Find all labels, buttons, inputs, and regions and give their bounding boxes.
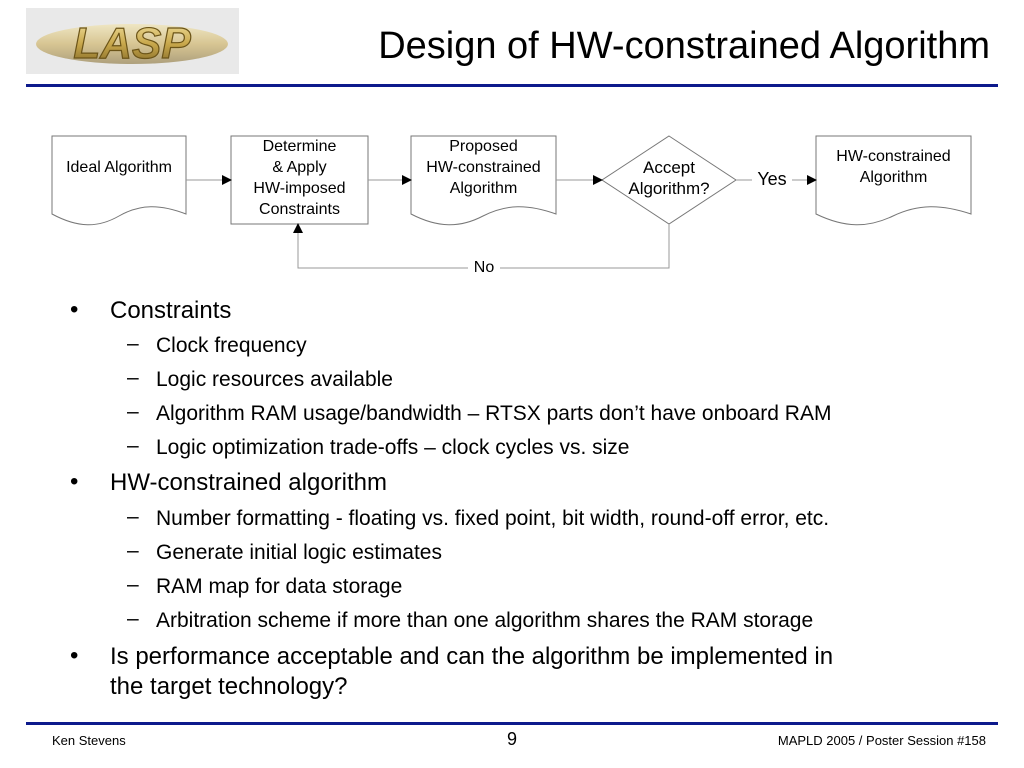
- bullet-text: Is performance acceptable and can the al…: [110, 642, 990, 702]
- dash-mark: –: [127, 366, 139, 389]
- dash-mark: –: [127, 607, 139, 630]
- ideal-algorithm-label: Ideal Algorithm: [66, 159, 172, 176]
- sub-bullet-text: Arbitration scheme if more than one algo…: [156, 609, 814, 632]
- loop-no-path-b: [293, 223, 468, 269]
- determine-line-3: HW-imposed: [253, 180, 346, 197]
- proposed-line-1: Proposed: [449, 138, 518, 155]
- header-divider: [26, 84, 998, 87]
- sub-bullet-text: Logic optimization trade-offs – clock cy…: [156, 436, 630, 459]
- footer-event: MAPLD 2005 / Poster Session #158: [777, 733, 986, 748]
- bullet-text-line-1: Is performance acceptable and can the al…: [110, 643, 834, 670]
- final-line-2: Algorithm: [859, 169, 928, 186]
- page-title: Design of HW-constrained Algorithm: [378, 25, 990, 67]
- dash-mark: –: [127, 505, 139, 528]
- determine-line-2: & Apply: [272, 159, 327, 176]
- logo-wordmark: LASP: [73, 19, 191, 68]
- final-line-1: HW-constrained: [836, 148, 951, 165]
- proposed-line-3: Algorithm: [449, 180, 518, 197]
- sub-bullet-text: Logic resources available: [156, 368, 393, 391]
- no-label: No: [473, 259, 495, 276]
- dash-mark: –: [127, 573, 139, 596]
- dash-mark: –: [127, 434, 139, 457]
- proposed-line-2: HW-constrained: [426, 159, 541, 176]
- dash-mark: –: [127, 400, 139, 423]
- lasp-logo: LASP: [26, 8, 239, 74]
- sub-bullet-text: Number formatting - floating vs. fixed p…: [156, 507, 830, 530]
- ideal-algorithm-shape: [51, 135, 187, 226]
- bullet-dot: •: [70, 642, 79, 669]
- bullet-text: Constraints: [110, 297, 232, 324]
- accept-label: Accept Algorithm?: [602, 157, 736, 199]
- accept-line-1: Accept: [643, 158, 695, 177]
- loop-no-path-a: [500, 224, 670, 269]
- footer-author: Ken Stevens: [52, 733, 126, 748]
- sub-bullet-text: RAM map for data storage: [156, 575, 403, 598]
- proposed-label: Proposed HW-constrained Algorithm: [411, 136, 556, 199]
- bullet-dot: •: [70, 468, 79, 495]
- final-label: HW-constrained Algorithm: [816, 146, 971, 188]
- sub-bullet-text: Clock frequency: [156, 334, 307, 357]
- dash-mark: –: [127, 539, 139, 562]
- sub-bullet-text: Algorithm RAM usage/bandwidth – RTSX par…: [156, 402, 832, 425]
- sub-bullet-text: Generate initial logic estimates: [156, 541, 442, 564]
- footer-divider: [26, 722, 998, 725]
- page-number: 9: [506, 729, 517, 749]
- bullet-text: HW-constrained algorithm: [110, 469, 387, 496]
- determine-line-1: Determine: [262, 138, 337, 155]
- yes-label: Yes: [757, 169, 787, 189]
- determine-label: Determine & Apply HW-imposed Constraints: [231, 136, 368, 220]
- bullet-text-line-2: the target technology?: [110, 673, 348, 700]
- determine-line-4: Constraints: [259, 201, 340, 218]
- accept-line-2: Algorithm?: [628, 179, 710, 198]
- dash-mark: –: [127, 332, 139, 355]
- bullet-dot: •: [70, 296, 79, 323]
